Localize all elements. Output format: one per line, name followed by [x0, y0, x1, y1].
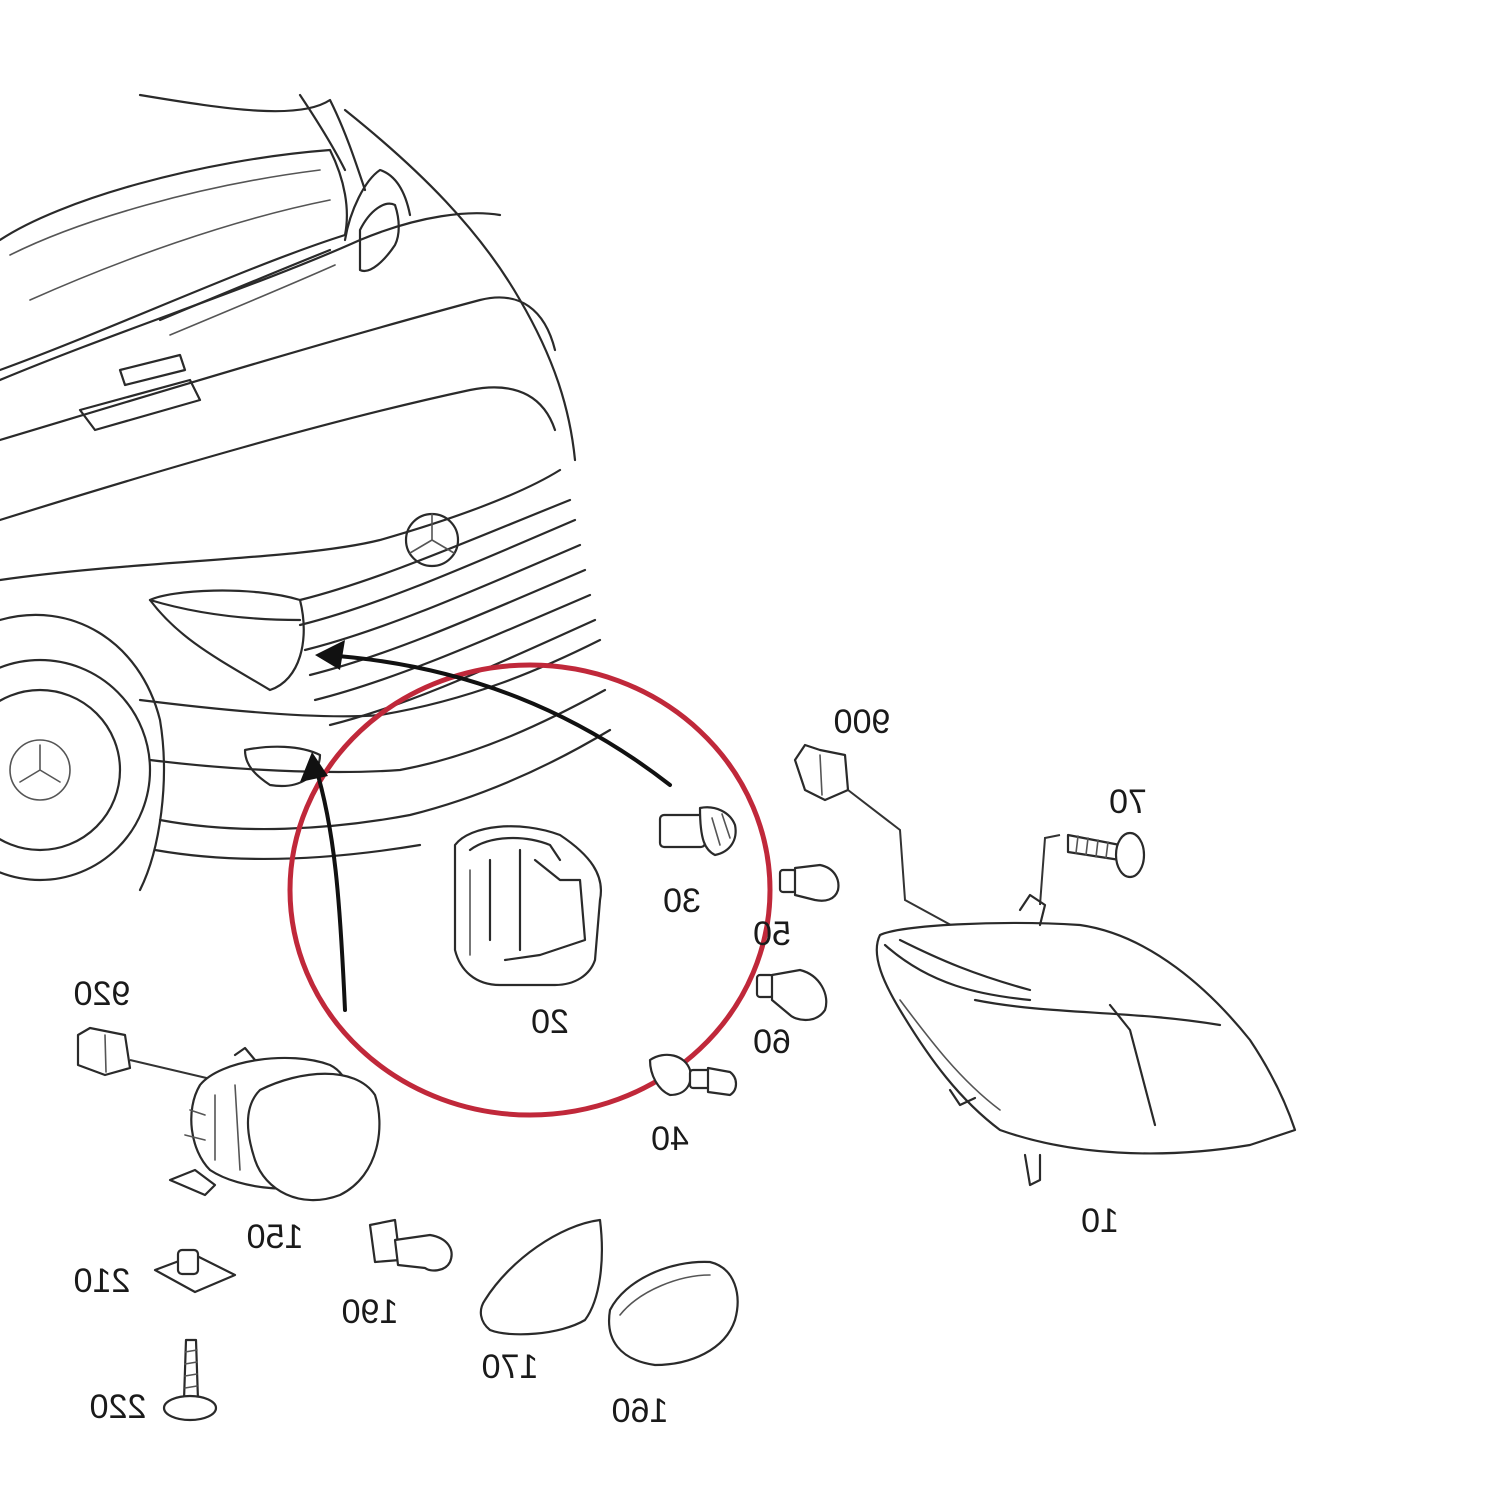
arrow-head-foglight — [300, 752, 328, 782]
part-70-screw — [1066, 831, 1146, 879]
part-50-bulb — [778, 863, 840, 902]
arrow-to-foglight — [313, 763, 347, 1012]
part-900-connector — [793, 743, 850, 802]
callout-20: 20 — [531, 1003, 569, 1041]
leader-900 — [847, 789, 961, 931]
part-60-bulb — [755, 968, 828, 1022]
part-20-housing — [453, 825, 603, 987]
callout-10: 10 — [1081, 1202, 1119, 1240]
callout-900: 900 — [834, 703, 891, 741]
part-40-socket — [648, 1053, 738, 1097]
van-front-illustration — [0, 93, 612, 892]
callout-160: 160 — [612, 1392, 669, 1430]
callout-60: 60 — [753, 1023, 791, 1061]
callout-150: 150 — [247, 1218, 304, 1256]
part-220-screw — [162, 1338, 218, 1422]
part-30-socket — [658, 806, 737, 857]
callout-40: 40 — [651, 1120, 689, 1158]
part-920-connector — [76, 1026, 132, 1077]
part-170-lens — [479, 1218, 603, 1336]
leader-920 — [129, 1059, 216, 1081]
leader-70 — [1039, 834, 1061, 906]
callout-50: 50 — [753, 915, 791, 953]
highlight-circle — [287, 662, 773, 1118]
callout-170: 170 — [482, 1348, 539, 1386]
callout-70: 70 — [1109, 783, 1147, 821]
callout-30: 30 — [663, 882, 701, 920]
callout-220: 220 — [90, 1388, 147, 1426]
part-190-bulb — [368, 1218, 453, 1272]
arrow-to-headlight — [323, 653, 672, 787]
part-10-headlamp — [875, 893, 1297, 1187]
part-210-clip — [153, 1248, 237, 1294]
part-160-lens — [608, 1260, 739, 1367]
mounting-arrows — [300, 640, 672, 1012]
arrow-head-headlight — [315, 640, 345, 670]
callout-920: 920 — [74, 975, 131, 1013]
part-150-foglamp — [168, 1046, 381, 1202]
callout-210: 210 — [74, 1262, 131, 1300]
callout-labels: 10 20 30 40 50 60 70 150 160 170 190 210… — [74, 703, 1147, 1430]
callout-190: 190 — [342, 1293, 399, 1331]
